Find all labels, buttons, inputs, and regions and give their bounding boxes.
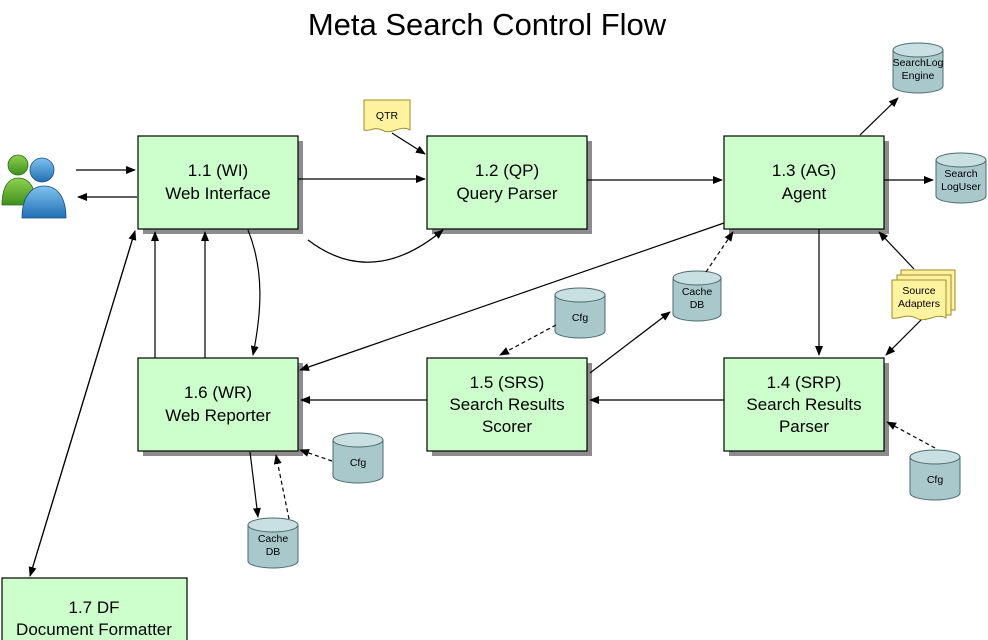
arrow-adapters-to-srp: [885, 319, 922, 356]
db-cache-agent-label-1: Cache: [682, 286, 713, 298]
arrow-ag-to-wr: [299, 222, 725, 371]
box-query-parser-id: 1.2 (QP): [475, 161, 539, 180]
box-srs-name-1: Search Results: [449, 395, 564, 414]
db-cache-reporter-label-1: Cache: [258, 533, 289, 545]
arrow-cfg-to-wr: [299, 449, 333, 462]
box-df-name: Document Formatter: [16, 620, 172, 639]
db-cache-reporter-label-2: DB: [266, 546, 281, 558]
arrow-cache-to-wr: [273, 454, 290, 520]
arrow-cfg-to-srp: [886, 421, 936, 449]
db-cfg-parser: Cfg: [909, 449, 961, 501]
box-web-interface-id: 1.1 (WI): [188, 161, 248, 180]
db-cfg-scorer-label: Cfg: [572, 312, 589, 324]
arrow-wi-to-wr: [247, 229, 261, 356]
note-source-adapters: Source Adapters: [891, 269, 956, 321]
db-cache-agent-label-2: DB: [690, 299, 705, 311]
db-search-loguser-label-2: LogUser: [941, 181, 981, 193]
db-cfg-parser-label: Cfg: [927, 474, 944, 486]
note-source-adapters-label-1: Source: [902, 285, 935, 297]
note-source-adapters-label-2: Adapters: [898, 298, 940, 310]
box-srp-id: 1.4 (SRP): [767, 373, 842, 392]
db-cache-agent: Cache DB: [672, 270, 722, 322]
arrow-srs-to-cache: [589, 311, 671, 374]
box-web-interface: 1.1 (WI) Web Interface: [137, 135, 303, 234]
db-cfg-scorer: Cfg: [554, 287, 606, 339]
arrow-qtr-to-qp: [391, 132, 426, 155]
box-search-results-scorer: 1.5 (SRS) Search Results Scorer: [426, 357, 592, 456]
users-icon: [1, 154, 67, 219]
note-qtr: QTR: [363, 99, 411, 133]
box-agent-name: Agent: [782, 184, 827, 203]
box-query-parser-name: Query Parser: [456, 184, 557, 203]
box-agent-id: 1.3 (AG): [772, 161, 836, 180]
db-search-loguser-label-1: Search: [944, 168, 977, 180]
db-searchlog-engine-label-1: SearchLog: [893, 57, 944, 69]
arrow-cache-to-ag: [705, 231, 734, 273]
db-searchlog-engine-label-2: Engine: [902, 70, 935, 82]
box-search-results-parser: 1.4 (SRP) Search Results Parser: [723, 357, 889, 456]
box-query-parser: 1.2 (QP) Query Parser: [426, 135, 592, 234]
db-searchlog-engine: SearchLog Engine: [892, 42, 944, 94]
box-srs-id: 1.5 (SRS): [470, 373, 545, 392]
box-agent: 1.3 (AG) Agent: [723, 135, 889, 234]
box-df-id: 1.7 DF: [68, 598, 119, 617]
arrow-ag-to-searchlog: [859, 97, 899, 136]
box-srs-name-2: Scorer: [482, 417, 532, 436]
box-document-formatter: 1.7 DF Document Formatter: [1, 577, 188, 640]
box-web-reporter-id: 1.6 (WR): [184, 383, 252, 402]
page-title: Meta Search Control Flow: [308, 7, 667, 42]
box-web-interface-name: Web Interface: [165, 184, 271, 203]
box-web-reporter: 1.6 (WR) Web Reporter: [137, 357, 303, 456]
arrow-df-to-wi: [29, 230, 137, 577]
box-srp-name-1: Search Results: [746, 395, 861, 414]
db-cfg-reporter-label: Cfg: [350, 457, 367, 469]
note-qtr-label: QTR: [376, 110, 399, 122]
db-cache-reporter: Cache DB: [247, 517, 299, 569]
box-web-reporter-name: Web Reporter: [165, 406, 271, 425]
flow-arrows: [28, 97, 936, 577]
arrow-wi-curve-to-qp: [307, 229, 444, 263]
arrow-wr-to-cache: [249, 451, 261, 518]
box-srp-name-2: Parser: [779, 417, 829, 436]
arrow-adapters-to-ag: [878, 231, 915, 270]
db-search-loguser: Search LogUser: [935, 152, 987, 204]
db-cfg-reporter: Cfg: [332, 432, 384, 484]
arrow-cfg-to-srs: [499, 324, 557, 356]
